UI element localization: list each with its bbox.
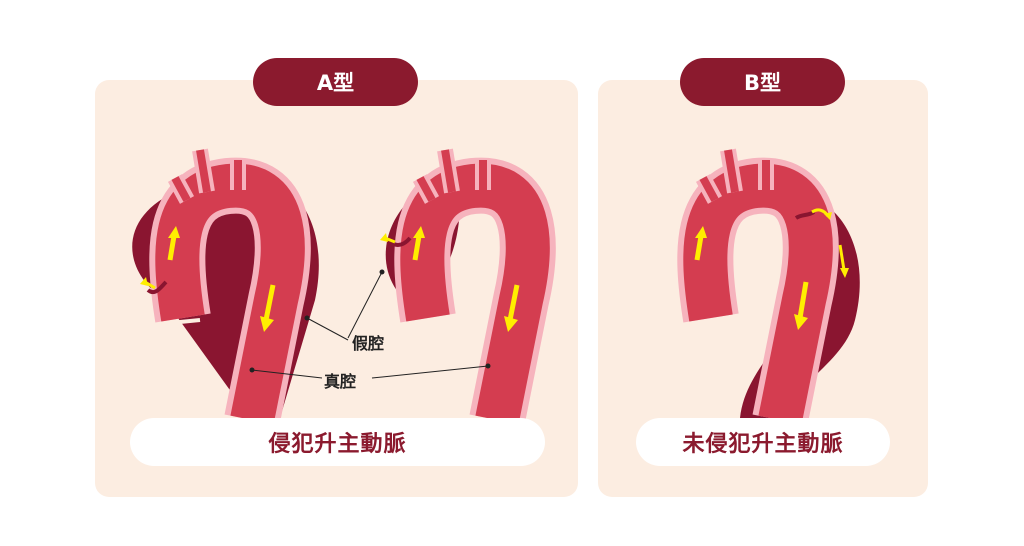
flow-arrow-icon [797,281,809,319]
pointer-dot [485,363,491,369]
flow-arrow-icon [694,235,704,261]
intimal-tear-b [794,210,816,220]
aorta-b [688,150,811,420]
pointer-dot [304,315,310,321]
type-b-caption: 未侵犯升主動脈 [636,418,890,466]
flow-arrow-icon [167,235,177,261]
pointer-dot [379,269,385,275]
pointer-dot [249,367,255,373]
type-a-title: A型 [253,58,418,106]
intimal-tear-a2 [388,236,412,247]
flow-arrow-icon [412,235,422,261]
flow-arrowheads [140,212,849,332]
flow-arrow-icon [263,284,276,321]
type-a-caption: 侵犯升主動脈 [130,418,545,466]
type-b-title: B型 [680,58,845,106]
false-lumen-label: 假腔 [352,334,385,353]
flow-arrow-icon [507,284,520,321]
flow-arrow-icon [838,244,846,271]
aorta-a2 [405,150,528,420]
leader-lines [251,271,489,379]
intimal-tear-a1 [146,280,168,295]
true-lumen-label: 真腔 [324,372,357,391]
